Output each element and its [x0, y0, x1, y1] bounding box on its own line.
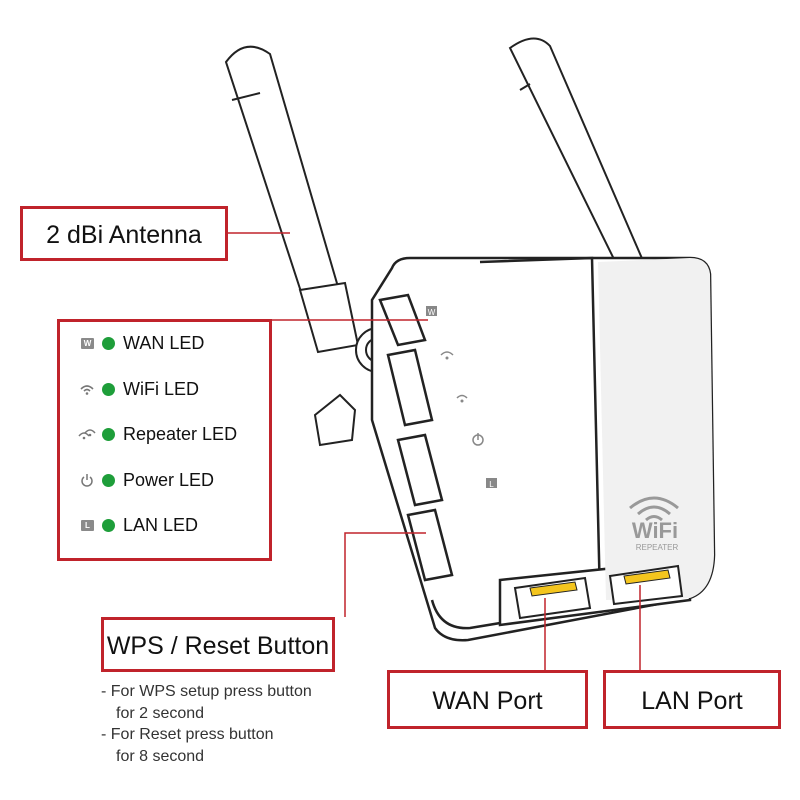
wan-ethernet-port	[513, 576, 592, 620]
led-row-power: Power LED	[78, 468, 214, 492]
wps-note-line: - For Reset press button	[101, 726, 274, 743]
plug-prong	[313, 393, 357, 447]
lan-port-callout: LAN Port	[603, 670, 781, 729]
led-row-repeater: Repeater LED	[78, 422, 237, 446]
wan-port-label: WAN Port	[432, 687, 543, 715]
wps-note-line: for 2 second	[116, 704, 205, 722]
lan-ethernet-port	[608, 564, 684, 606]
led-legend-box: W WAN LED WiFi LED Repeater LED Power LE…	[57, 319, 272, 561]
wps-leader-line	[344, 532, 426, 617]
led-label-lan: LAN LED	[123, 514, 199, 535]
panel-led-icons: W L	[426, 306, 497, 489]
logo-repeater-text: REPEATER	[636, 543, 679, 552]
led-row-wan: W WAN LED	[78, 331, 204, 355]
led-label-wifi: WiFi LED	[123, 378, 199, 399]
panel-w-letter: W	[428, 308, 436, 317]
green-led-dot	[102, 382, 115, 396]
right-face-shading	[598, 258, 714, 600]
wifi-repeater-logo: WiFi REPEATER	[629, 496, 679, 552]
repeater-icon	[78, 426, 96, 442]
wps-reset-callout: WPS / Reset Button	[101, 617, 335, 672]
wps-note-line: - For WPS setup press button	[101, 683, 312, 700]
wan-port-callout: WAN Port	[387, 670, 588, 729]
power-icon	[78, 472, 96, 488]
antenna-callout: 2 dBi Antenna	[20, 206, 228, 261]
led-label-repeater: Repeater LED	[123, 423, 238, 444]
wps-instructions: - For WPS setup press button for 2 secon…	[101, 681, 312, 767]
wps-reset-label: WPS / Reset Button	[106, 632, 330, 660]
panel-l-letter: L	[489, 480, 494, 489]
green-led-dot	[102, 336, 115, 350]
green-led-dot	[102, 518, 115, 532]
leader-lines	[228, 232, 641, 670]
led-row-wifi: WiFi LED	[78, 377, 199, 401]
logo-wifi-text: WiFi	[632, 518, 678, 543]
green-led-dot	[102, 473, 115, 487]
lan-square-icon: L	[81, 519, 94, 531]
led-row-lan: L LAN LED	[78, 513, 198, 537]
led-label-wan: WAN LED	[123, 332, 205, 353]
lan-port-label: LAN Port	[641, 687, 743, 715]
green-led-dot	[102, 427, 115, 441]
led-label-power: Power LED	[123, 469, 215, 490]
wifi-icon	[78, 381, 96, 397]
antenna-label: 2 dBi Antenna	[46, 221, 202, 249]
wan-square-icon: W	[81, 337, 94, 349]
wps-note-line: for 8 second	[116, 747, 205, 765]
